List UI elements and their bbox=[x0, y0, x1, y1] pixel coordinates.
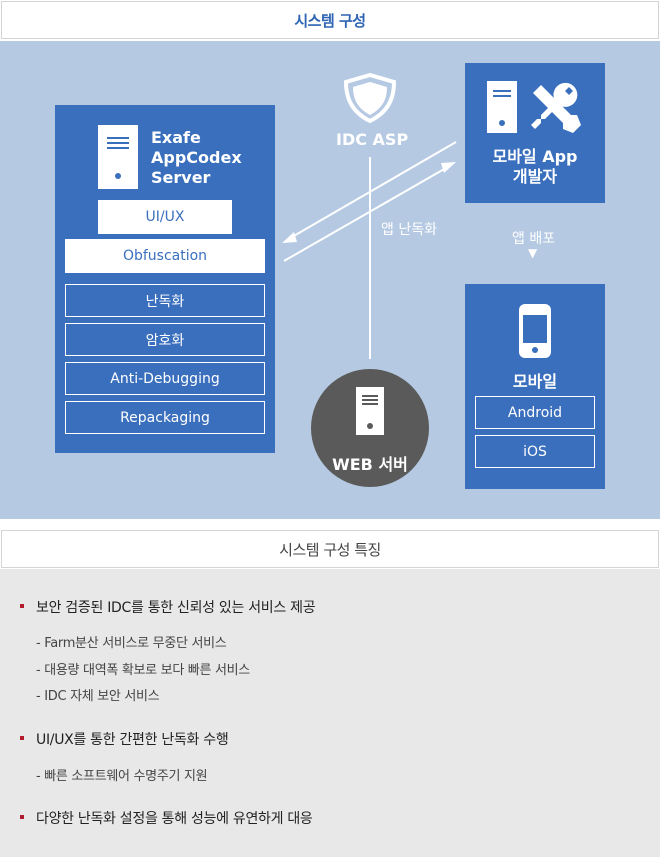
server-title-line-2: AppCodex bbox=[151, 148, 242, 167]
server-title: Exafe AppCodex Server bbox=[151, 128, 242, 188]
page-title-text: 시스템 구성 bbox=[294, 11, 366, 30]
ui-ux-label: UI/UX bbox=[145, 209, 185, 225]
page-title: 시스템 구성 bbox=[1, 1, 659, 39]
developer-label-line-2: 개발자 bbox=[512, 167, 558, 186]
idc-label: IDC ASP bbox=[336, 130, 409, 149]
server-item-label: Repackaging bbox=[120, 409, 210, 426]
server-item-label: 난독화 bbox=[145, 293, 185, 310]
feature-heading: UI/UX를 통한 간편한 난독화 수행 bbox=[19, 729, 229, 749]
mobile-item-android: Android bbox=[475, 396, 595, 429]
server-item-obfuscate: 난독화 bbox=[65, 284, 265, 317]
features-title-text: 시스템 구성 특징 bbox=[279, 540, 381, 559]
server-icon bbox=[487, 81, 517, 133]
server-item-repackaging: Repackaging bbox=[65, 401, 265, 434]
server-item-anti-debugging: Anti-Debugging bbox=[65, 362, 265, 395]
server-icon bbox=[356, 387, 384, 435]
features-list: 보안 검증된 IDC를 통한 신뢰성 있는 서비스 제공 - Farm분산 서비… bbox=[0, 569, 660, 857]
developer-panel: 모바일 App 개발자 bbox=[465, 63, 605, 203]
web-server-node: WEB 서버 bbox=[311, 369, 429, 487]
shield-icon bbox=[343, 73, 397, 123]
developer-label: 모바일 App 개발자 bbox=[465, 147, 605, 187]
mobile-item-label: Android bbox=[507, 404, 563, 421]
web-server-label: WEB 서버 bbox=[332, 455, 408, 474]
idc-web-connector bbox=[369, 157, 371, 359]
phone-icon bbox=[519, 304, 551, 358]
arrow-label: 앱 난독화 bbox=[381, 222, 437, 238]
obfuscation-label: Obfuscation bbox=[122, 248, 208, 264]
feature-heading: 보안 검증된 IDC를 통한 신뢰성 있는 서비스 제공 bbox=[19, 597, 316, 617]
developer-label-line-1: 모바일 App bbox=[492, 147, 578, 166]
feature-sub: - IDC 자체 보안 서비스 bbox=[36, 689, 160, 704]
server-icon bbox=[98, 125, 138, 189]
feature-sub: - 빠른 소프트웨어 수명주기 지원 bbox=[36, 769, 208, 784]
wrench-icon bbox=[531, 82, 581, 133]
ui-ux-box: UI/UX bbox=[98, 200, 232, 234]
feature-sub: - 대용량 대역폭 확보로 보다 빠른 서비스 bbox=[36, 663, 250, 678]
deploy-label: 앱 배포 bbox=[512, 231, 556, 247]
obfuscation-arrows bbox=[282, 141, 457, 262]
server-item-label: Anti-Debugging bbox=[110, 370, 220, 387]
features-title: 시스템 구성 특징 bbox=[1, 530, 659, 568]
server-panel: Exafe AppCodex Server UI/UX Obfuscation … bbox=[55, 105, 275, 453]
mobile-item-ios: iOS bbox=[475, 435, 595, 468]
system-diagram: Exafe AppCodex Server UI/UX Obfuscation … bbox=[0, 41, 660, 519]
mobile-label: 모바일 bbox=[512, 372, 558, 391]
server-title-line-1: Exafe bbox=[151, 128, 201, 147]
deploy-arrow: ▼ bbox=[528, 246, 538, 260]
server-item-encrypt: 암호화 bbox=[65, 323, 265, 356]
feature-heading: 다양한 난독화 설정을 통해 성능에 유연하게 대응 bbox=[20, 808, 313, 828]
obfuscation-box: Obfuscation bbox=[65, 239, 265, 273]
server-title-line-3: Server bbox=[151, 168, 211, 187]
feature-sub: - Farm분산 서비스로 무중단 서비스 bbox=[36, 636, 227, 651]
server-item-label: 암호화 bbox=[145, 332, 185, 349]
mobile-panel: 모바일 Android iOS bbox=[465, 284, 605, 489]
mobile-item-label: iOS bbox=[523, 443, 547, 460]
